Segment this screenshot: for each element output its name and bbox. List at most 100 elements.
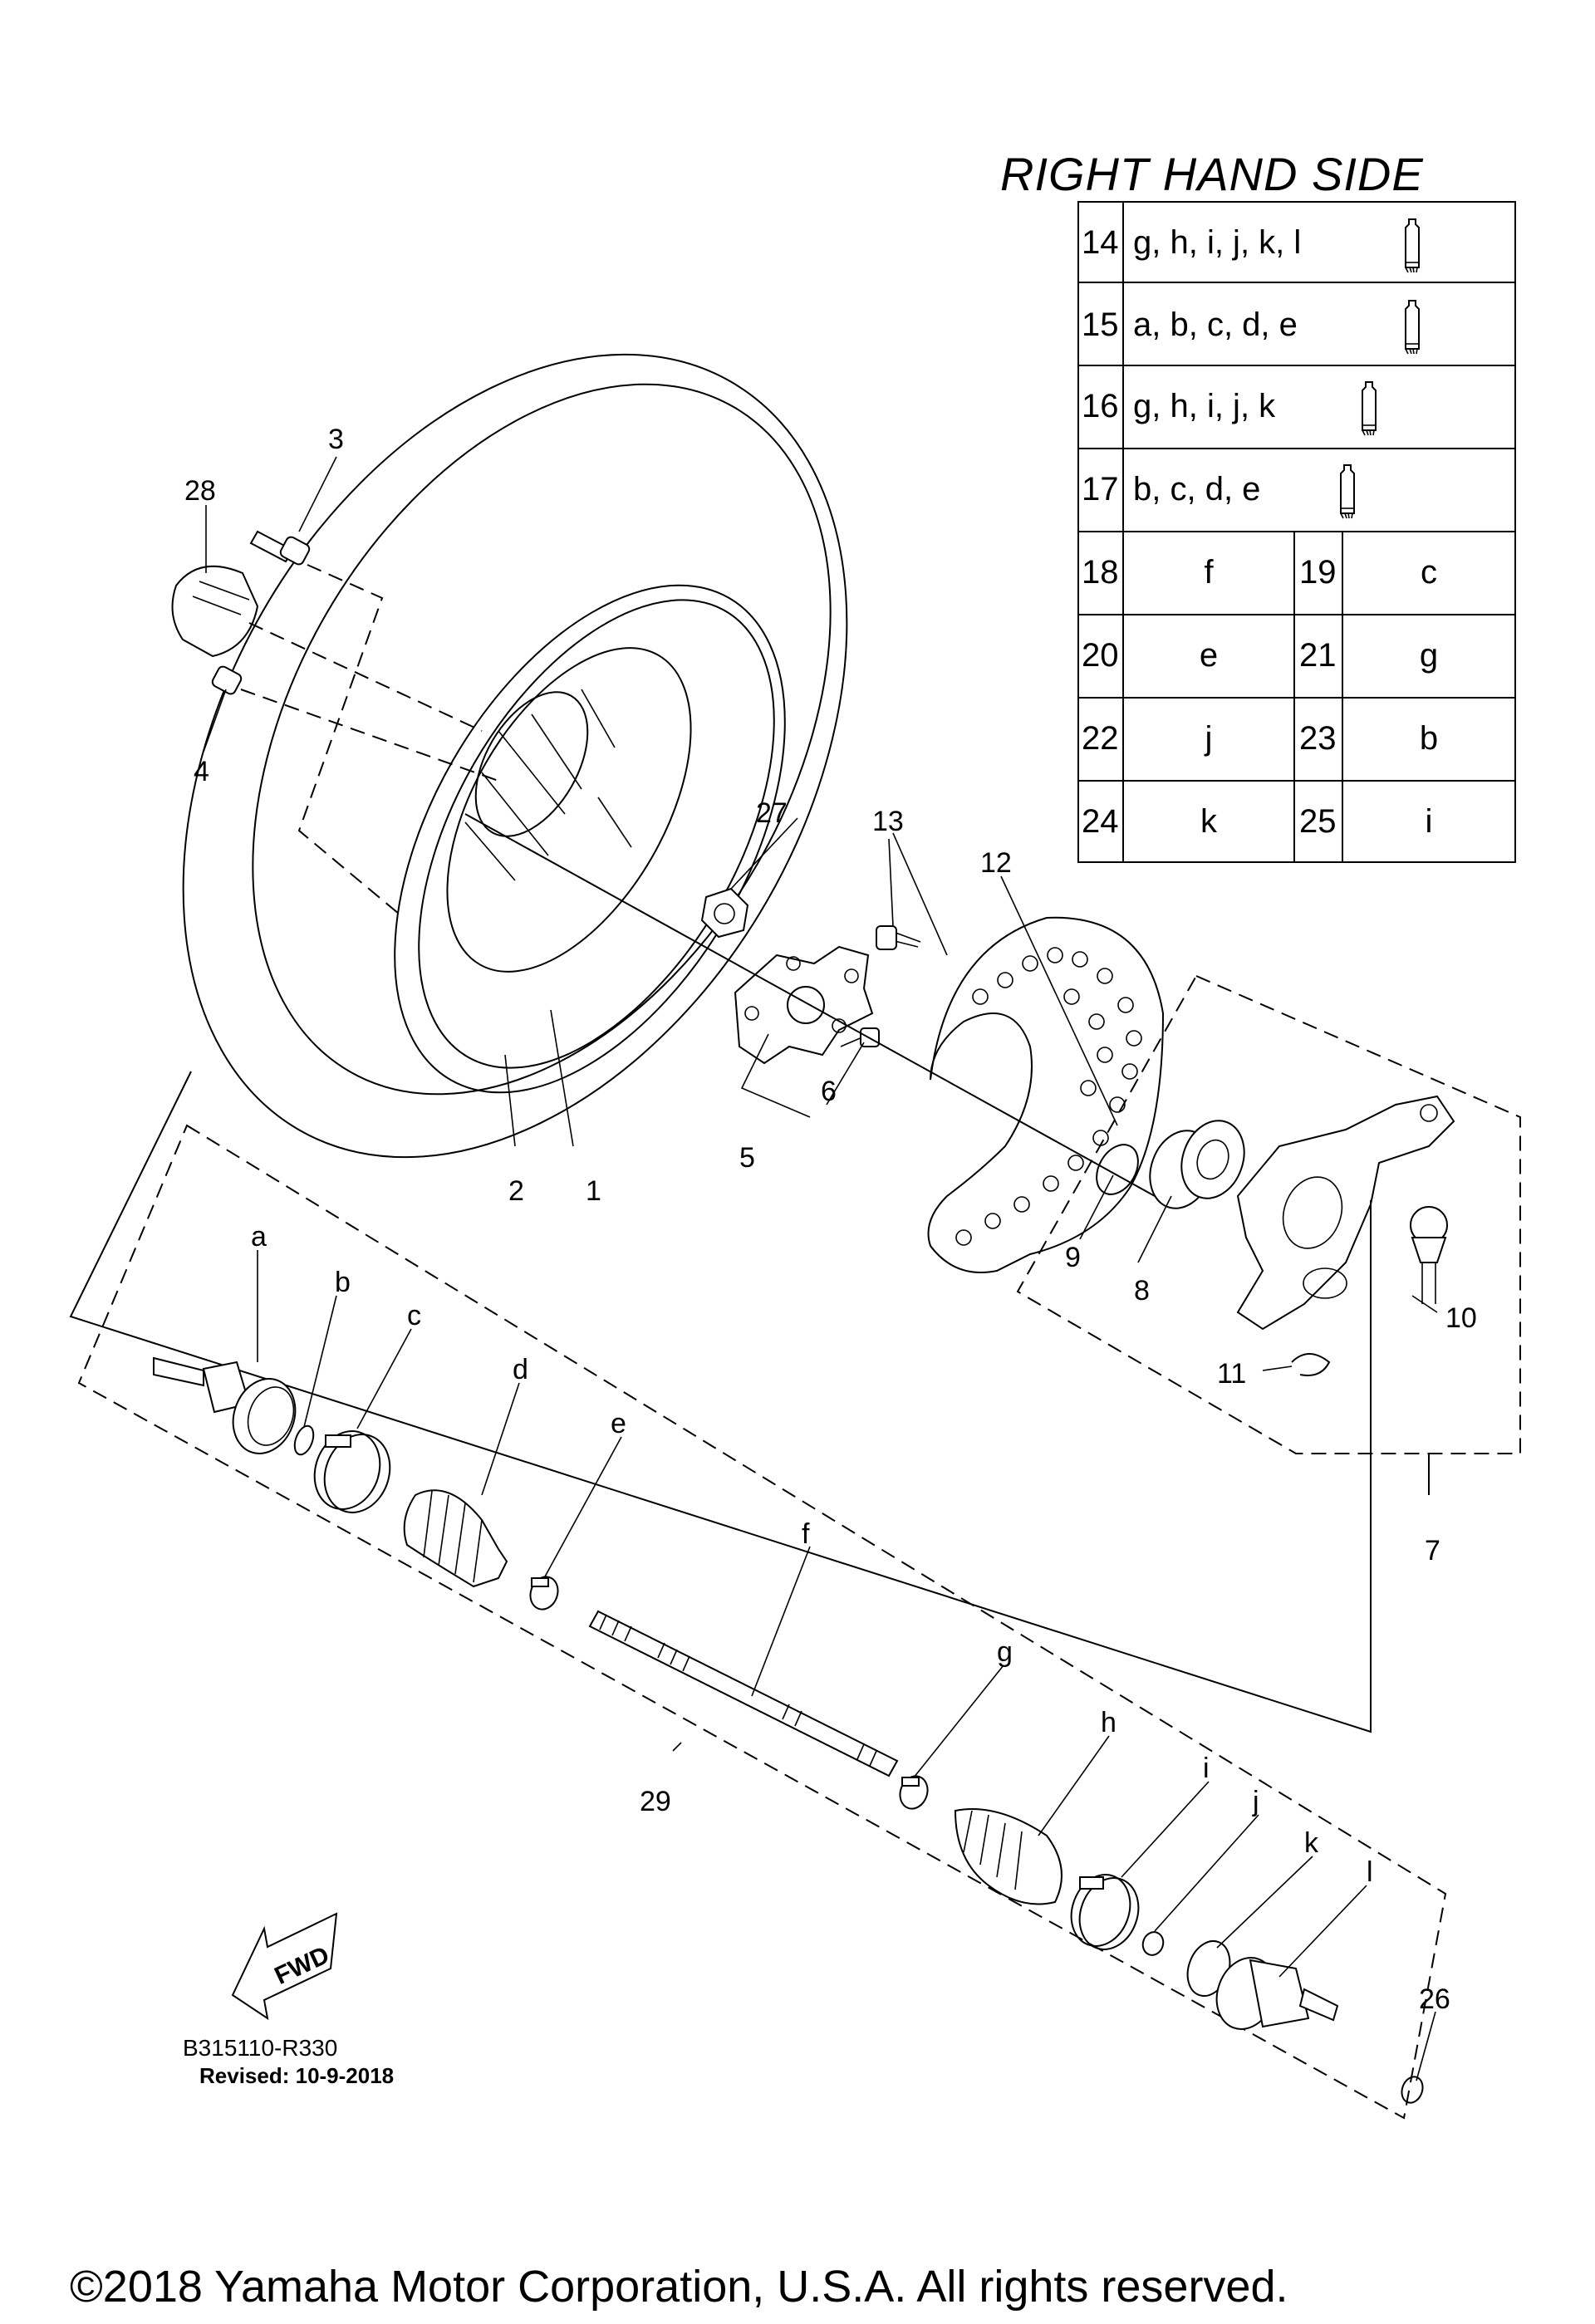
boot-d xyxy=(403,1489,508,1588)
row-number: 18 xyxy=(1082,554,1119,591)
callout-h: h xyxy=(1101,1707,1116,1738)
row-number: 24 xyxy=(1082,803,1119,840)
grease-tube-icon xyxy=(1362,381,1377,436)
table-row: 14 g, h, i, j, k, l xyxy=(1082,218,1420,273)
table-row: 22 j 23 b xyxy=(1082,720,1438,757)
circlip-j xyxy=(1141,1931,1165,1956)
cv-joint-outer xyxy=(153,1356,297,1454)
boot-band-i xyxy=(1070,1874,1140,1950)
ball-joint xyxy=(1410,1206,1448,1304)
callout-g: g xyxy=(997,1636,1013,1668)
row-value: e xyxy=(1200,637,1218,674)
callout-i: i xyxy=(1203,1753,1210,1784)
disc-bolt xyxy=(876,925,921,950)
callout-13: 13 xyxy=(872,806,904,837)
table-row: 15 a, b, c, d, e xyxy=(1082,300,1420,355)
table-row: 17 b, c, d, e xyxy=(1082,464,1355,519)
rim-outer xyxy=(394,584,786,1094)
wheel-hub xyxy=(734,945,874,1065)
row-parts: g, h, i, j, k, l xyxy=(1133,224,1301,261)
callout-d: d xyxy=(513,1354,528,1385)
callout-7: 7 xyxy=(1425,1535,1440,1566)
tire-outer xyxy=(182,353,848,1159)
row-number: 20 xyxy=(1082,637,1119,674)
row-number: 22 xyxy=(1082,720,1119,757)
row-value: i xyxy=(1426,803,1433,840)
row-number: 21 xyxy=(1299,637,1337,674)
callout-3: 3 xyxy=(328,424,344,455)
drive-shaft xyxy=(588,1610,899,1777)
bearing xyxy=(1149,1120,1245,1209)
table-row: 16 g, h, i, j, k xyxy=(1082,381,1377,436)
callout-2: 2 xyxy=(508,1175,524,1207)
callout-5: 5 xyxy=(739,1142,755,1174)
row-number: 25 xyxy=(1299,803,1337,840)
callout-4: 4 xyxy=(194,756,209,787)
callout-11: 11 xyxy=(1217,1358,1246,1390)
steering-knuckle xyxy=(1236,1095,1455,1331)
hub-nut xyxy=(700,887,749,939)
row-value: k xyxy=(1200,803,1218,840)
callout-28: 28 xyxy=(184,475,216,507)
wheel-spokes-ring xyxy=(446,647,692,973)
row-number: 23 xyxy=(1299,720,1337,757)
callout-12: 12 xyxy=(980,847,1012,879)
row-number: 14 xyxy=(1082,224,1119,261)
reference-code: B315110-R330 xyxy=(183,2035,338,2061)
callout-6: 6 xyxy=(821,1076,837,1107)
row-parts: b, c, d, e xyxy=(1133,471,1260,507)
parts-table: 14 g, h, i, j, k, l 15 a, b, c, d, e 16 … xyxy=(1077,201,1516,863)
wheel-hub-center xyxy=(474,691,589,837)
hub-stud xyxy=(840,1027,880,1047)
valve-cap xyxy=(211,665,243,695)
circlip-b xyxy=(293,1424,315,1456)
row-value: f xyxy=(1204,554,1214,591)
row-value: g xyxy=(1420,637,1438,674)
circlip-11 xyxy=(1291,1353,1331,1376)
callout-j: j xyxy=(1252,1786,1259,1817)
tire-wheel-assembly xyxy=(182,353,848,1159)
drive-shaft-enclosure xyxy=(77,1124,1447,2120)
cv-joint-inner xyxy=(1215,1957,1339,2030)
circlip-26 xyxy=(1401,2076,1424,2104)
row-value: c xyxy=(1421,554,1437,591)
callout-29: 29 xyxy=(640,1786,671,1817)
callout-9: 9 xyxy=(1065,1242,1081,1273)
leader-lines xyxy=(203,456,1438,2081)
callout-a: a xyxy=(251,1221,267,1253)
row-number: 19 xyxy=(1299,554,1337,591)
callout-k: k xyxy=(1304,1827,1319,1859)
grease-tube-icon xyxy=(1405,218,1420,273)
grease-tube-icon xyxy=(1340,464,1355,519)
callout-26: 26 xyxy=(1419,1983,1450,2015)
callout-e: e xyxy=(611,1408,626,1439)
row-parts: g, h, i, j, k xyxy=(1133,388,1276,424)
callout-8: 8 xyxy=(1134,1275,1150,1307)
callout-10: 10 xyxy=(1445,1302,1477,1334)
row-number: 15 xyxy=(1082,306,1119,343)
table-row: 20 e 21 g xyxy=(1082,637,1438,674)
callout-c: c xyxy=(407,1300,421,1331)
boot-band-e xyxy=(529,1576,559,1611)
row-number: 17 xyxy=(1082,471,1119,507)
page-title: RIGHT HAND SIDE xyxy=(1000,148,1424,200)
callout-b: b xyxy=(335,1267,351,1298)
tire-valve xyxy=(249,530,311,566)
brake-disc xyxy=(927,916,1165,1273)
table-row: 24 k 25 i xyxy=(1082,803,1432,840)
row-value: b xyxy=(1420,720,1438,757)
row-parts: a, b, c, d, e xyxy=(1133,306,1298,343)
callout-27: 27 xyxy=(756,797,788,829)
boot-h xyxy=(954,1808,1063,1905)
revision-date: Revised: 10-9-2018 xyxy=(199,2063,395,2088)
boot-band-g xyxy=(899,1775,929,1810)
callout-l: l xyxy=(1367,1856,1373,1888)
callouts: 1 2 3 4 5 6 7 8 9 10 11 12 13 26 27 28 2… xyxy=(184,424,1477,2015)
copyright-notice: ©2018 Yamaha Motor Corporation, U.S.A. A… xyxy=(70,2262,1288,2312)
boot-band-c xyxy=(313,1430,391,1513)
row-value: j xyxy=(1205,720,1213,757)
row-number: 16 xyxy=(1082,388,1119,424)
forward-arrow-icon: FWD xyxy=(231,1912,338,2021)
table-row: 18 f 19 c xyxy=(1082,554,1437,591)
